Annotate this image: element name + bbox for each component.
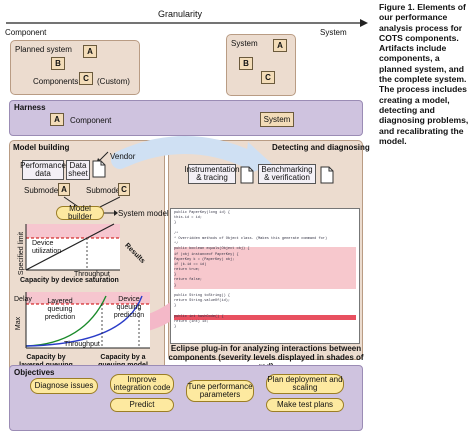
performance-data-box: Performance data: [20, 160, 66, 180]
granularity-arrow: [6, 19, 368, 27]
harness-a-box: A: [50, 113, 64, 126]
code-line: return false;: [174, 278, 356, 284]
model-builder-arrow: [104, 210, 118, 216]
code-editor-window: public PaperKey(long id) { this.id = id;…: [170, 208, 360, 344]
chart2-delay: Delay: [14, 296, 32, 303]
instrumentation-box: Instrumentation & tracing: [184, 164, 240, 184]
harness-title: Harness: [14, 103, 46, 112]
component-c-box: C: [79, 72, 93, 85]
chart2-svg: [25, 292, 150, 349]
code-line: /*: [174, 231, 179, 236]
chart1-device-label: Device utilization: [32, 240, 62, 255]
granularity-component-label: Component: [5, 28, 47, 37]
system-a-box: A: [273, 39, 287, 52]
submodel-a-label: Submodel: [24, 186, 61, 195]
model-builder-button: Model builder: [56, 204, 104, 221]
objective-tune: Tune performance parameters: [186, 380, 254, 402]
chart-queuing: Delay Max Layered queuing prediction Dev…: [14, 290, 154, 352]
harness-panel: Harness A Component System: [9, 100, 363, 136]
system-model-label: System model: [118, 209, 169, 218]
code-line: }: [174, 221, 177, 226]
code-line: */: [174, 242, 179, 247]
document-icon: [320, 166, 334, 184]
code-line: }: [174, 304, 177, 309]
code-line: * Overridden methods of Object class. (M…: [174, 236, 328, 241]
chart2-ylabel: Max: [15, 316, 23, 331]
data-sheet-box: Data sheet: [66, 160, 90, 180]
figure: Granularity Component System Planned sys…: [5, 9, 370, 431]
objective-predict: Predict: [110, 398, 174, 412]
code-line: public String toString() {: [174, 294, 231, 298]
custom-label: (Custom): [97, 77, 130, 86]
code-line: this.id = id;: [174, 216, 203, 221]
harness-component-label: Component: [70, 116, 112, 125]
objective-test: Make test plans: [266, 398, 344, 412]
document-icon: [92, 160, 106, 178]
code-line: if (k.id == id): [174, 262, 356, 269]
code-line: public PaperKey(long id) {: [174, 211, 231, 215]
code-line: if (obj instanceof PaperKey) {: [174, 252, 356, 258]
granularity-system-label: System: [320, 28, 347, 37]
model-building-title: Model building: [13, 143, 70, 152]
objective-diagnose: Diagnose issues: [30, 378, 98, 394]
submodel-c-box: C: [118, 183, 130, 196]
figure-caption: Figure 1. Elements of our performance an…: [379, 2, 469, 146]
chart1-caption: Capacity by device saturation: [20, 277, 119, 284]
code-lines: public PaperKey(long id) { this.id = id;…: [171, 209, 359, 332]
code-line: public boolean equals(Object obj) {: [174, 247, 356, 253]
detecting-title: Detecting and diagnosing: [272, 143, 370, 152]
components-label: Components: [33, 77, 79, 86]
chart2-layered-label: Layered queuing prediction: [44, 298, 76, 321]
code-line: PaperKey k = (PaperKey) obj;: [174, 257, 356, 263]
harness-system-box: System: [260, 112, 294, 127]
planned-system-box: Planned system A B Components C (Custom): [10, 40, 140, 95]
chart1-ylabel: Specified limit: [18, 231, 26, 276]
code-line: }: [174, 325, 177, 330]
chart-device-saturation: Specified limit Device utilization Throu…: [14, 222, 122, 278]
component-b-box: B: [51, 57, 65, 70]
code-line: return (int) id;: [174, 319, 209, 324]
chart2-xlabel: Throughput: [64, 341, 100, 348]
chart1-xlabel: Throughput: [74, 271, 110, 278]
chart2-device-label: Device queuing prediction: [113, 296, 145, 319]
system-label: System: [231, 39, 258, 48]
chart1-svg: [25, 223, 120, 271]
code-line: }: [174, 283, 356, 289]
submodel-a-box: A: [58, 183, 70, 196]
vendor-label: Vendor: [110, 152, 136, 161]
objectives-panel: Objectives Diagnose issues Improve integ…: [9, 365, 363, 431]
objective-improve: Improve integration code: [110, 374, 174, 394]
code-line: }: [174, 273, 356, 279]
benchmarking-box: Benchmarking & verification: [258, 164, 316, 184]
submodel-c-label: Submodel: [86, 186, 123, 195]
document-icon: [240, 166, 254, 184]
component-a-box: A: [83, 45, 97, 58]
code-line: return true;: [174, 268, 356, 274]
planned-system-label: Planned system: [15, 45, 72, 54]
granularity-title: Granularity: [157, 9, 202, 19]
objective-plan: Plan deployment and scaling: [266, 374, 344, 394]
system-box: System A B C: [226, 34, 296, 96]
code-line: return String.valueOf(id);: [174, 299, 231, 304]
system-b-box: B: [239, 57, 253, 70]
objectives-title: Objectives: [14, 368, 55, 377]
code-line: public int hashCode() {: [174, 314, 356, 320]
system-c-box: C: [261, 71, 275, 84]
